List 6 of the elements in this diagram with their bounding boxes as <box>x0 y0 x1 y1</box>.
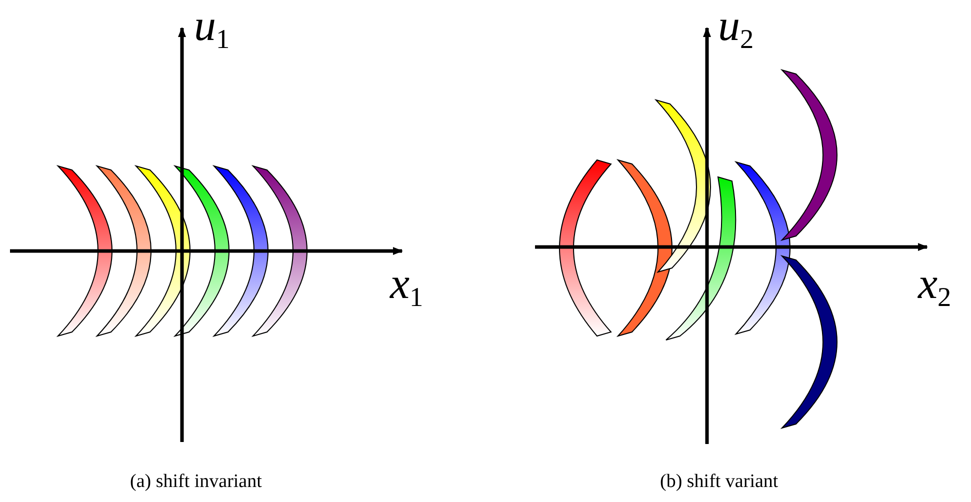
axis-label: x$_{2}$ <box>918 262 952 312</box>
axis-label: u$_{2}$ <box>718 4 754 54</box>
caption: (b) shift variant <box>660 472 778 491</box>
axis-label: u$_{1}$ <box>194 4 230 54</box>
caption: (a) shift invariant <box>130 472 262 491</box>
axis-label: x$_{1}$ <box>390 262 424 312</box>
